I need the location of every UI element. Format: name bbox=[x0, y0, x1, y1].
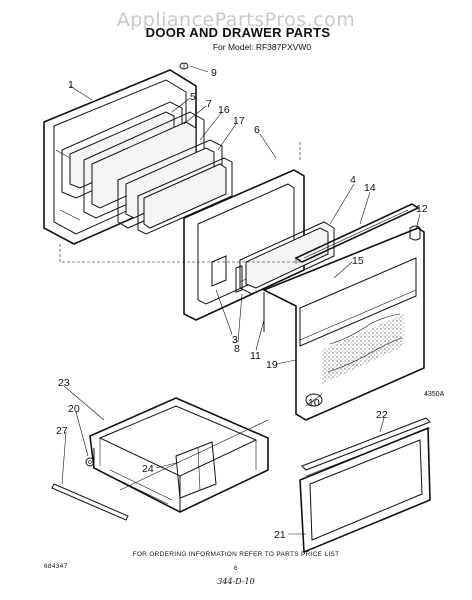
callout-16: 16 bbox=[218, 104, 230, 116]
watermark: AppliancePartsPros.com bbox=[117, 9, 356, 31]
part-inner-window-pane bbox=[137, 157, 233, 235]
part-outer-door-front bbox=[262, 227, 425, 421]
callout-11: 11 bbox=[250, 350, 261, 362]
part-handle-clip bbox=[409, 225, 421, 241]
callout-1: 1 bbox=[68, 79, 74, 91]
callout-20: 20 bbox=[68, 403, 80, 415]
callout-27: 27 bbox=[56, 425, 68, 437]
diagram-title: DOOR AND DRAWER PARTS bbox=[146, 25, 331, 40]
model-subtitle: For Model: RF387PXVW0 bbox=[213, 42, 312, 52]
part-drawer-trim bbox=[301, 417, 431, 477]
callout-9: 9 bbox=[211, 67, 217, 79]
callout-numbers: 1 9 5 7 16 17 6 4 14 12 15 3 8 11 19 10 … bbox=[56, 67, 428, 541]
callout-17: 17 bbox=[233, 115, 245, 127]
callout-23: 23 bbox=[58, 377, 70, 389]
footer-handwritten-code: 344-D-10 bbox=[217, 577, 254, 586]
illustration-code: 4350A bbox=[424, 391, 445, 398]
callout-15: 15 bbox=[352, 255, 364, 267]
callout-12: 12 bbox=[416, 203, 428, 215]
part-storage-drawer bbox=[89, 397, 269, 513]
part-drawer-rail bbox=[51, 483, 129, 521]
part-drawer-front bbox=[299, 426, 431, 554]
callout-7: 7 bbox=[206, 98, 212, 110]
callout-3: 3 bbox=[232, 334, 238, 346]
footer-order-note: FOR ORDERING INFORMATION REFER TO PARTS … bbox=[133, 551, 340, 558]
part-door-top-trim bbox=[294, 203, 420, 264]
callout-22: 22 bbox=[376, 409, 388, 421]
callout-21: 21 bbox=[274, 529, 286, 541]
callout-6: 6 bbox=[254, 124, 260, 136]
part-door-window-glass bbox=[239, 221, 335, 295]
part-screw bbox=[179, 62, 189, 70]
footer-page-number: 6 bbox=[234, 565, 238, 572]
leader-lines bbox=[61, 65, 421, 535]
callout-24: 24 bbox=[142, 463, 154, 475]
part-drawer-roller bbox=[85, 457, 95, 467]
callout-10: 10 bbox=[308, 397, 320, 409]
footer-part-number: 684347 bbox=[44, 563, 68, 570]
callout-4: 4 bbox=[350, 174, 356, 186]
callout-5: 5 bbox=[190, 91, 196, 103]
callout-8: 8 bbox=[234, 343, 240, 355]
callout-14: 14 bbox=[364, 182, 376, 194]
callout-19: 19 bbox=[266, 359, 278, 371]
